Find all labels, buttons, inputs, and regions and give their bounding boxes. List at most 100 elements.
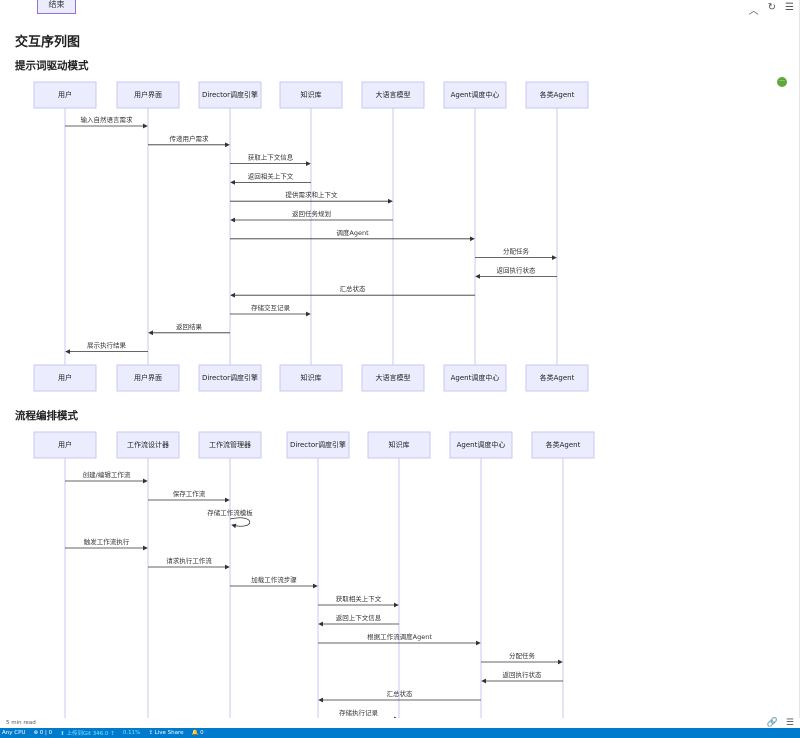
- chevron-up-icon[interactable]: ︿: [748, 6, 759, 17]
- list-icon[interactable]: ☰: [785, 718, 794, 728]
- notification-count[interactable]: 🔔 0: [191, 730, 204, 736]
- message-4: 请求执行工作流: [148, 556, 230, 570]
- message-9: 分配任务: [481, 651, 563, 665]
- message-6: 获取相关上下文: [318, 594, 399, 608]
- read-time: 5 min read: [6, 720, 36, 726]
- participant-bottom-0: 用户: [33, 364, 97, 392]
- message-label: 返回上下文信息: [336, 613, 382, 622]
- message-10: 存储交互记录: [230, 303, 311, 317]
- git-status[interactable]: ⬆ 上传到Git 346.0 ↑: [60, 731, 115, 737]
- status-bar: Any CPU ⊗ 0 | 0 ⬆ 上传到Git 346.0 ↑ 0.11% ⇪…: [0, 728, 800, 738]
- message-label: 存储交互记录: [251, 303, 291, 312]
- message-label: 获取上下文信息: [248, 153, 294, 162]
- message-12: 存储执行记录: [339, 708, 399, 718]
- participant-label: 用户: [58, 90, 72, 99]
- message-7: 返回上下文信息: [318, 613, 399, 627]
- message-8: 返回执行状态: [475, 265, 557, 279]
- participant-bottom-1: 用户界面: [116, 364, 180, 392]
- message-5: 加载工作流步骤: [230, 575, 318, 589]
- message-label: 返回执行状态: [497, 265, 537, 274]
- participant-label: Director调度引擎: [202, 373, 258, 382]
- participant-bottom-6: 各类Agent: [525, 364, 589, 392]
- participant-label: 用户界面: [134, 373, 162, 382]
- cpu-status[interactable]: Any CPU: [2, 730, 26, 736]
- participant-top-6: 各类Agent: [531, 431, 595, 459]
- participant-label: 工作流管理器: [209, 440, 251, 449]
- menu-icon[interactable]: ☰: [785, 2, 794, 13]
- participant-top-6: 各类Agent: [525, 81, 589, 109]
- participant-top-5: Agent调度中心: [449, 431, 513, 459]
- message-label: 分配任务: [503, 247, 530, 256]
- message-8: 根据工作流调度Agent: [318, 632, 481, 646]
- section-title-prompt-mode: 提示词驱动模式: [15, 60, 89, 72]
- message-label: 获取相关上下文: [336, 594, 382, 603]
- message-label: 存储执行记录: [339, 708, 379, 717]
- link-icon[interactable]: 🔗: [766, 718, 778, 728]
- live-share-button[interactable]: ⇪ Live Share: [148, 730, 184, 736]
- end-node-label: 结束: [48, 0, 65, 9]
- refresh-icon[interactable]: ↻: [767, 2, 777, 13]
- message-label: 提供需求和上下文: [286, 190, 339, 199]
- message-label: 根据工作流调度Agent: [367, 632, 432, 641]
- participant-label: 大语言模型: [376, 373, 411, 382]
- participant-label: 用户界面: [134, 90, 162, 99]
- message-6: 调度Agent: [230, 228, 475, 242]
- message-3: 触发工作流执行: [65, 537, 148, 551]
- participant-label: 各类Agent: [540, 373, 575, 382]
- message-0: 输入自然语言需求: [65, 115, 148, 129]
- section-title-workflow-mode: 流程编排模式: [15, 410, 78, 422]
- message-label: 分配任务: [509, 651, 536, 660]
- message-label: 返回任务规划: [292, 209, 331, 218]
- message-5: 返回任务规划: [230, 209, 393, 223]
- message-label: 调度Agent: [336, 228, 369, 237]
- message-10: 返回执行状态: [481, 670, 563, 684]
- participant-label: 工作流设计器: [127, 440, 169, 449]
- message-0: 创建/编辑工作流: [65, 470, 148, 484]
- sequence-diagram-workflow-mode: 用户 工作流设计器 工作流管理器 Director调度引擎 知识库 Agent调度中心 各类…: [33, 431, 595, 718]
- participant-bottom-4: 大语言模型: [361, 364, 425, 392]
- participant-label: 用户: [58, 440, 72, 449]
- message-label: 创建/编辑工作流: [83, 470, 131, 479]
- page-title: 交互序列图: [15, 35, 81, 50]
- participant-label: 知识库: [301, 373, 322, 382]
- participant-bottom-3: 知识库: [279, 364, 343, 392]
- message-9: 汇总状态: [230, 284, 475, 298]
- message-label: 触发工作流执行: [84, 537, 130, 546]
- participant-top-3: 知识库: [279, 81, 343, 109]
- message-label: 存储工作流模板: [207, 508, 253, 517]
- participant-label: Agent调度中心: [457, 440, 506, 449]
- participant-label: Agent调度中心: [451, 373, 500, 382]
- end-node: 结束: [37, 0, 76, 14]
- message-label: 请求执行工作流: [166, 556, 212, 565]
- message-12: 展示执行结果: [65, 341, 148, 355]
- message-label: 汇总状态: [387, 689, 414, 698]
- message-4: 提供需求和上下文: [230, 190, 393, 204]
- bottom-icons: 🔗 ☰: [767, 718, 794, 728]
- message-label: 返回结果: [176, 322, 203, 331]
- message-1: 保存工作流: [148, 489, 230, 503]
- error-status[interactable]: ⊗ 0 | 0: [33, 730, 53, 736]
- participant-top-2: 工作流管理器: [198, 431, 262, 459]
- message-11: 返回结果: [148, 322, 230, 336]
- message-11: 汇总状态: [318, 689, 481, 703]
- participant-label: Director调度引擎: [290, 440, 346, 449]
- message-label: 传递用户需求: [170, 134, 210, 143]
- message-label: 返回执行状态: [503, 670, 543, 679]
- message-label: 返回相关上下文: [248, 171, 294, 180]
- message-2: 获取上下文信息: [230, 153, 311, 166]
- participant-top-0: 用户: [33, 81, 97, 109]
- participant-top-3: Director调度引擎: [286, 431, 350, 459]
- message-label: 展示执行结果: [87, 341, 127, 350]
- perf-status: 0.11%: [122, 730, 141, 736]
- comment-badge-icon[interactable]: ···: [777, 77, 787, 87]
- participant-label: 各类Agent: [546, 440, 581, 449]
- participant-label: Agent调度中心: [451, 90, 500, 99]
- participant-top-4: 知识库: [367, 431, 431, 459]
- participant-label: 大语言模型: [376, 90, 411, 99]
- participant-top-2: Director调度引擎: [198, 81, 262, 109]
- message-7: 分配任务: [475, 247, 557, 261]
- participant-label: 知识库: [389, 440, 410, 449]
- message-label: 输入自然语言需求: [81, 115, 134, 124]
